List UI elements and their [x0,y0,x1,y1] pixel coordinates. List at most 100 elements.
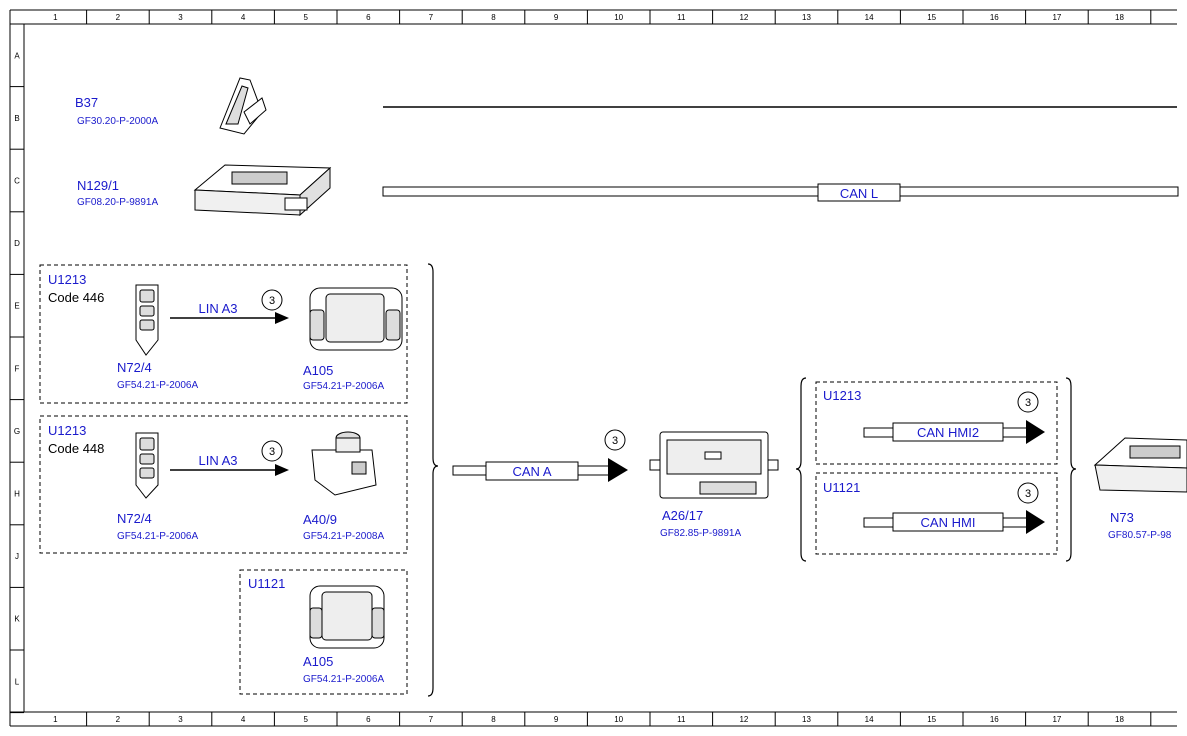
row-label: A [14,51,20,60]
column-label: 9 [554,13,559,22]
column-label: 2 [116,715,121,724]
n73-ref: GF80.57-P-98 [1108,530,1172,541]
lin-a3-label-1: LIN A3 [198,301,237,316]
column-label: 16 [990,715,999,724]
column-label: 12 [739,13,748,22]
column-label: 4 [241,715,246,724]
head-unit-icon [649,431,779,499]
column-label: 17 [1052,715,1061,724]
n72-4-ref-b: GF54.21-P-2006A [117,531,198,542]
column-label: 8 [491,13,496,22]
n72-4-code-b: N72/4 [117,511,152,526]
group-box-u1121 [239,569,408,695]
column-label: 7 [429,13,434,22]
can-a-label: CAN A [512,464,551,479]
box3-variant: U1121 [248,576,285,591]
column-label: 8 [491,715,496,724]
a105-ref-a: GF54.21-P-2006A [303,381,384,392]
ref-marker-1: 3 [269,295,275,307]
b37-ref: GF30.20-P-2000A [77,116,158,127]
row-label: E [14,302,19,311]
column-label: 14 [865,715,874,724]
left-brace [795,377,807,562]
column-label: 10 [614,13,623,22]
group-box-code-448 [39,415,408,554]
a40-9-ref: GF54.21-P-2008A [303,531,384,542]
arrowhead-icon [608,458,628,482]
column-label: 6 [366,13,371,22]
control-module-icon [193,164,332,217]
can-hmi-label: CAN HMI [921,515,976,530]
a105-ref-b: GF54.21-P-2006A [303,674,384,685]
column-label: 4 [241,13,246,22]
ignition-module-icon [1093,437,1187,493]
accelerator-pedal-icon [219,77,267,135]
ref-marker-2: 3 [269,446,275,458]
box1-code: Code 446 [48,290,104,305]
can-hmi-label-box [892,512,1004,532]
can-a-label-box [485,461,579,481]
can-l-bus [382,186,1179,197]
n129-code: N129/1 [77,178,119,193]
arrowhead-icon [1026,420,1045,444]
can-hmi2-label: CAN HMI2 [917,425,979,440]
column-label: 14 [865,13,874,22]
column-label: 15 [927,715,936,724]
column-label: 11 [677,715,686,724]
ref-marker-circle [261,440,283,462]
can-l-label-box [817,183,901,202]
column-tick-marks: 1122334455667788991010111112121313141415… [53,10,1152,726]
n72-4-ref-a: GF54.21-P-2006A [117,380,198,391]
row-label: K [14,615,20,624]
row-label: H [14,490,20,499]
a26-17-code: A26/17 [662,508,703,523]
row-tick-marks: A B C D E F G H J K L [10,51,24,714]
row-label: C [14,177,20,186]
b37-code: B37 [75,95,98,110]
column-label: 3 [178,715,183,724]
display-unit-icon [309,287,403,351]
column-label: 1 [53,13,58,22]
group-box-u1121-hmi [815,472,1058,555]
ref-marker-circle [1017,391,1039,413]
ref-marker-4: 3 [1025,397,1031,409]
n72-4-code-a: N72/4 [117,360,152,375]
can-l-label: CAN L [840,186,878,201]
column-label: 3 [178,13,183,22]
column-label: 9 [554,715,559,724]
ref-marker-circle [604,429,626,451]
controller-knob-icon [311,431,377,496]
row-label: F [15,364,20,373]
ref-marker-circle [1017,482,1039,504]
column-label: 5 [303,715,308,724]
column-label: 2 [116,13,121,22]
arrowhead-icon [1026,510,1045,534]
column-label: 7 [429,715,434,724]
box1-variant: U1213 [48,272,86,287]
steering-switch-icon [135,284,159,356]
column-label: 11 [677,13,686,22]
row-label: L [15,677,20,686]
arrowhead-icon [275,312,289,324]
n129-ref: GF08.20-P-9891A [77,197,158,208]
a105-code-a: A105 [303,363,333,378]
column-label: 16 [990,13,999,22]
steering-switch-icon [135,432,159,499]
column-label: 5 [303,13,308,22]
a26-17-ref: GF82.85-P-9891A [660,528,741,539]
box2-variant: U1213 [48,423,86,438]
column-label: 12 [739,715,748,724]
group-box-u1213 [815,381,1058,465]
box4-variant: U1213 [823,388,861,403]
row-label: G [14,427,20,436]
drawing-frame [9,9,1177,727]
column-label: 10 [614,715,623,724]
row-label: B [14,114,19,123]
lin-a3-label-2: LIN A3 [198,453,237,468]
column-label: 13 [802,715,811,724]
column-label: 1 [53,715,58,724]
row-label: J [15,552,19,561]
ref-marker-circle [261,289,283,311]
row-label: D [14,239,20,248]
